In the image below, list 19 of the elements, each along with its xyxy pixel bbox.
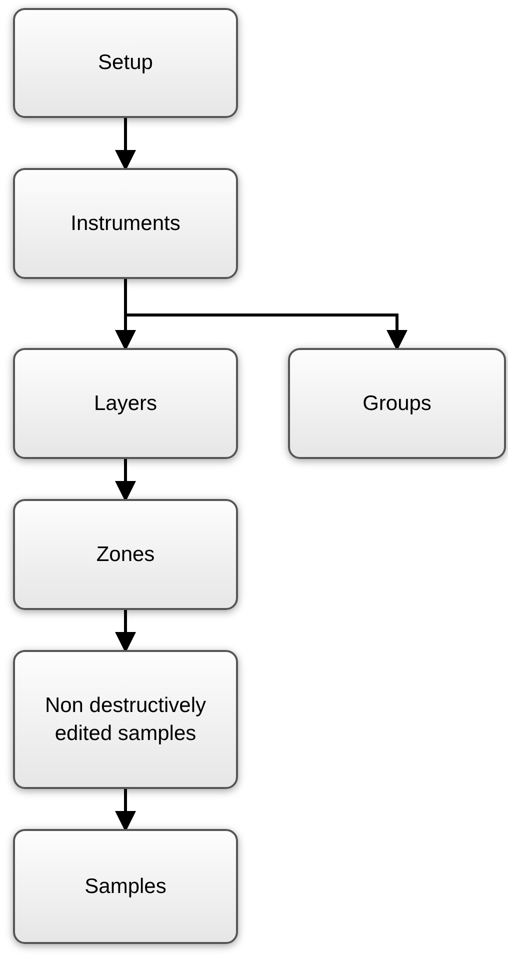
box-label: Layers	[94, 392, 158, 415]
box-label: Groups	[362, 392, 432, 415]
process-box	[13, 168, 238, 279]
box-label: Instruments	[70, 212, 180, 235]
arrow	[115, 118, 136, 171]
arrow	[115, 459, 136, 502]
box-label: Setup	[98, 51, 153, 74]
box-label: Samples	[84, 874, 166, 898]
process-box	[13, 829, 238, 944]
box-label: Zones	[96, 542, 155, 566]
process-box	[13, 650, 238, 789]
process-box	[288, 348, 506, 459]
process-box	[13, 8, 238, 118]
process-box	[13, 499, 238, 610]
arrow	[115, 610, 136, 653]
arrow	[115, 789, 136, 832]
process-box	[13, 348, 238, 459]
box-label: Non destructively edited samples	[44, 694, 206, 744]
arrow	[124, 279, 408, 351]
